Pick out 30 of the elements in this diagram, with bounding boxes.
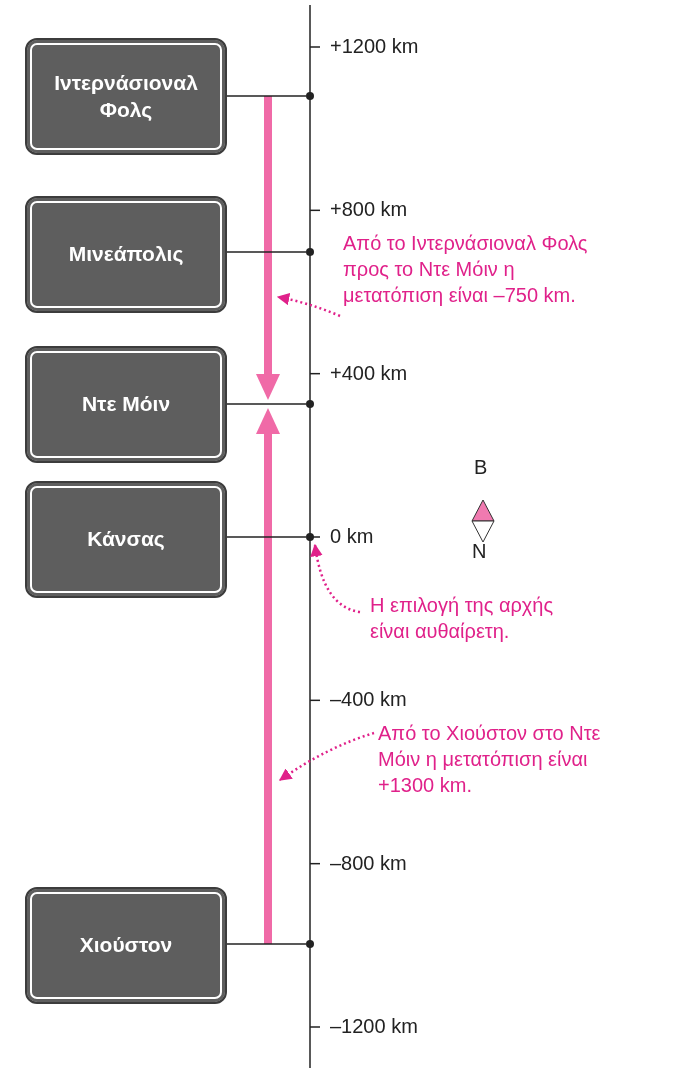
connector-line [226, 943, 307, 945]
direction-label: B [474, 456, 488, 479]
city-box: Μινεάπολις [25, 196, 227, 313]
point-marker [306, 400, 314, 408]
leader-line [310, 543, 361, 614]
callout-text: Από το Ιντερνάσιοναλ Φολς προς το Ντε Μόιν η μετατόπιση είναι –750 km. [343, 230, 615, 308]
leader-line [276, 293, 341, 318]
leader-line [278, 731, 375, 782]
point-marker [306, 940, 314, 948]
connector-line [226, 536, 307, 538]
tick-label: –800 km [330, 851, 407, 875]
tick-label: 0 km [330, 525, 374, 548]
city-box: Χιούστον [25, 887, 227, 1004]
direction-label: N [472, 540, 487, 563]
point-marker [306, 92, 314, 100]
city-box: Ιντερνάσιοναλ Φολς [25, 38, 227, 155]
callout-text: Η επιλογή της αρχής είναι αυθαίρετη. [370, 592, 595, 644]
connector-line [226, 403, 307, 405]
tick-label: +800 km [330, 198, 408, 222]
city-box: Ντε Μόιν [25, 346, 227, 463]
connector-line [226, 251, 307, 253]
city-box: Κάνσας [25, 481, 227, 598]
tick-label: –1200 km [330, 1015, 418, 1038]
point-marker [306, 248, 314, 256]
point-marker [306, 533, 314, 541]
tick-label: +400 km [330, 361, 408, 385]
callout-text: Από το Χιούστον στο Ντε Μόιν η μετατόπιση είναι +1300 km. [378, 720, 633, 798]
connector-line [226, 95, 307, 97]
tick-label: +1200 km [330, 35, 419, 58]
tick-label: –400 km [330, 688, 407, 712]
